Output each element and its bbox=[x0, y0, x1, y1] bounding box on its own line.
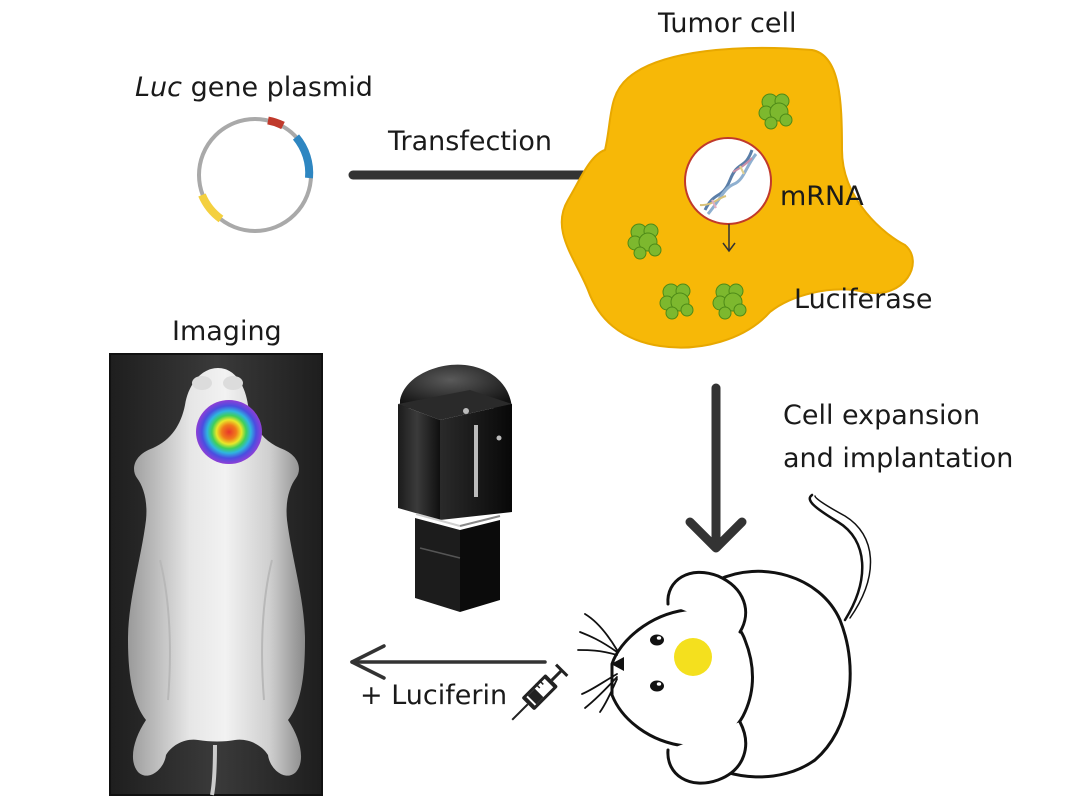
tumor-cell: Tumor cell mRNA bbox=[560, 8, 932, 349]
luc-italic-label: Luc bbox=[135, 72, 182, 103]
transfection-label: Transfection bbox=[387, 126, 552, 157]
imaging-label: Imaging bbox=[172, 316, 282, 347]
plasmid-icon bbox=[197, 116, 314, 233]
cell-expansion-label-2: and implantation bbox=[783, 443, 1013, 474]
protein-icon bbox=[627, 93, 793, 320]
mouse-icon bbox=[610, 493, 872, 785]
dna-helix-icon bbox=[699, 149, 758, 215]
imaging-system-icon bbox=[398, 364, 512, 612]
mouse-photo-icon bbox=[109, 353, 323, 796]
syringe-icon bbox=[511, 663, 569, 721]
expansion-arrow: Cell expansion and implantation bbox=[685, 383, 1013, 553]
mouse-face bbox=[577, 613, 712, 713]
plasmid: Luc gene plasmid bbox=[135, 72, 373, 233]
translation-arrow bbox=[722, 224, 736, 253]
imaging-panel: Imaging bbox=[109, 316, 323, 796]
tumor-cell-label: Tumor cell bbox=[657, 8, 796, 39]
plasmid-label: Luc gene plasmid bbox=[135, 72, 373, 103]
luc-rest-label: gene plasmid bbox=[182, 72, 373, 103]
cell-expansion-label-1: Cell expansion bbox=[783, 400, 980, 431]
luciferin-arrow: + Luciferin bbox=[350, 644, 569, 721]
bioluminescence-signal bbox=[196, 400, 262, 464]
mrna-label: mRNA bbox=[780, 181, 864, 212]
luciferin-label: + Luciferin bbox=[360, 680, 507, 711]
tumor-spot bbox=[674, 638, 712, 676]
luciferase-label: Luciferase bbox=[794, 284, 932, 315]
